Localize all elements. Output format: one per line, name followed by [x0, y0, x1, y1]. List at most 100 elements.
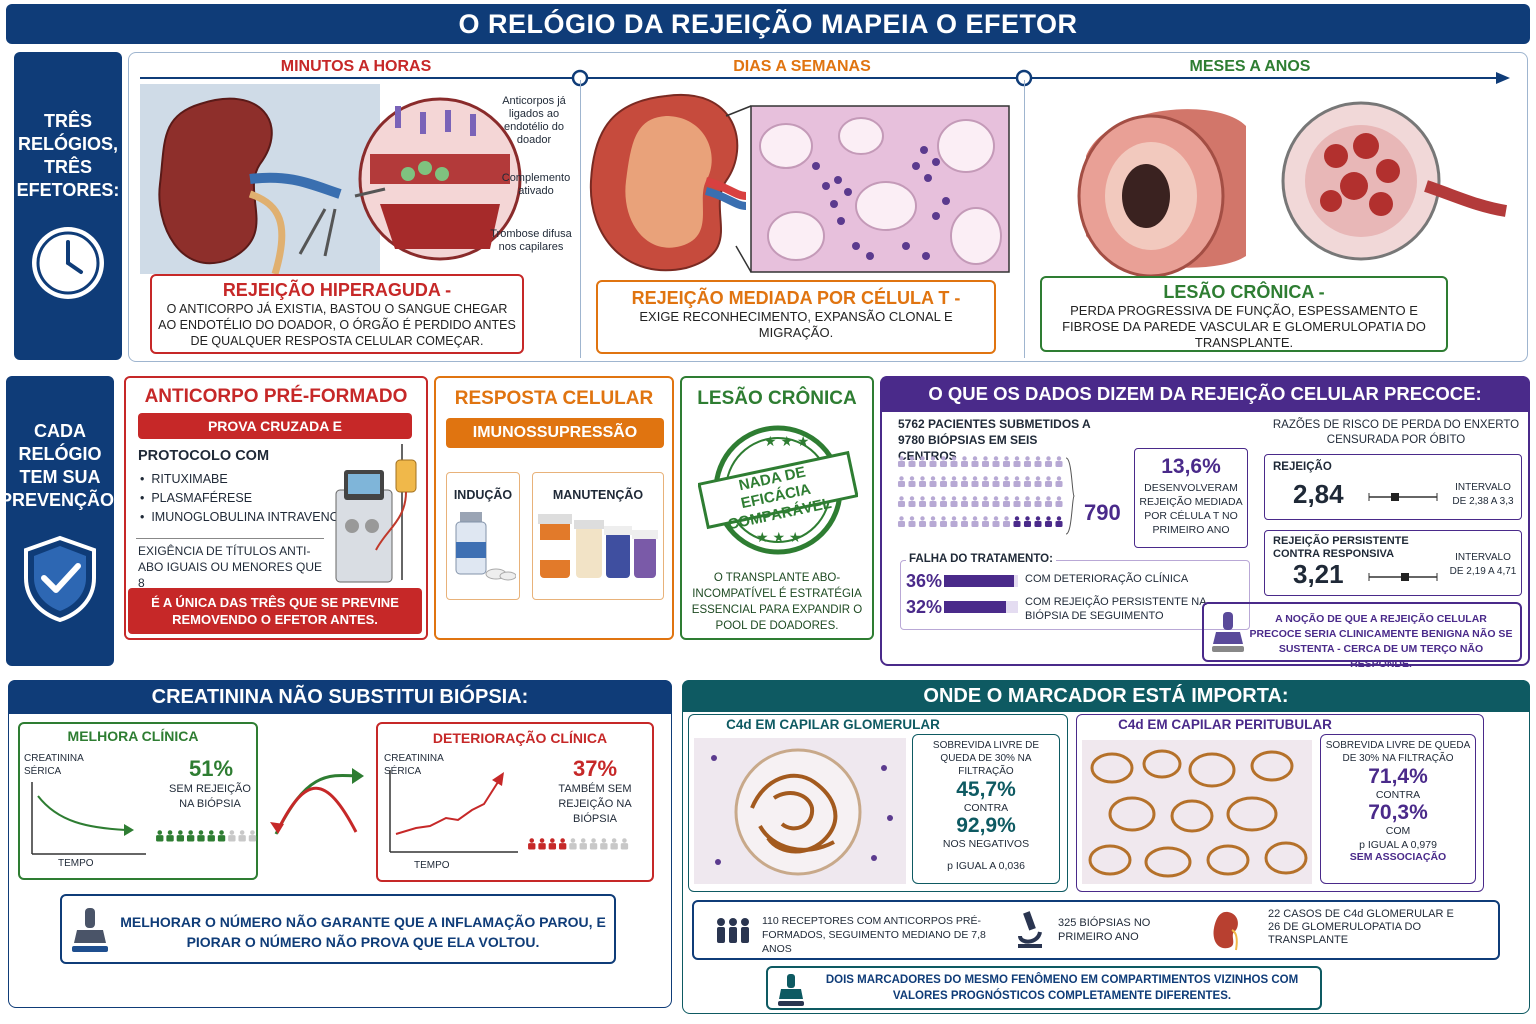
person-icon — [1002, 516, 1011, 527]
antibody-pill: PROVA CRUZADA E DESSENSIBILIZAÇÃO — [138, 413, 412, 460]
person-icon — [908, 476, 916, 487]
induction-box — [446, 472, 520, 600]
person-icon — [1013, 456, 1021, 467]
person-icon — [971, 496, 979, 507]
fail-bar-track-1 — [944, 575, 1018, 587]
surv-label: SOBREVIDA LIVRE DE QUEDA DE 30% NA FILTR… — [932, 740, 1040, 777]
antibody-bottom-note: É A ÚNICA DAS TRÊS QUE SE PREVINE REMOVE… — [128, 588, 422, 634]
person-icon — [908, 496, 916, 507]
marker-stats-strip: 110 RECEPTORES COM ANTICORPOS PRÉ-FORMAD… — [692, 900, 1500, 960]
person-icon — [950, 496, 958, 507]
surv-label: SOBREVIDA LIVRE DE QUEDA DE 30% NA FILTR… — [1325, 740, 1471, 764]
person-icon — [939, 496, 948, 507]
person-icon — [908, 456, 916, 467]
deterioration-text: TAMBÉM SEM REJEIÇÃO NA BIÓPSIA — [558, 783, 632, 825]
person-icon — [217, 830, 226, 842]
side-line: TRÊS — [43, 157, 92, 177]
person-icon — [1044, 496, 1053, 507]
ci-plot — [1368, 573, 1438, 581]
person-icon — [1013, 496, 1021, 507]
person-icon — [981, 516, 990, 527]
person-icon — [971, 516, 979, 527]
svg-text:★ ★ ★: ★ ★ ★ — [764, 433, 809, 449]
pct-text: DESENVOLVERAM REJEIÇÃO MEDIADA POR CÉLUL… — [1139, 482, 1243, 536]
peritubular-card — [1076, 714, 1484, 892]
person-icon — [918, 496, 927, 507]
list-item: • IMUNOGLOBULINA INTRAVENOSA — [140, 510, 356, 524]
person-icon — [1044, 476, 1053, 487]
timeline-label-days: DIAS A SEMANAS — [733, 58, 871, 75]
hyperacute-illustration — [140, 84, 522, 274]
person-icon — [897, 516, 906, 527]
chronic-illustration — [1077, 101, 1508, 276]
timeline-label-hours: MINUTOS A HORAS — [280, 58, 432, 75]
patient-icons-grid — [897, 456, 1075, 535]
hr-value: 3,21 — [1293, 559, 1344, 589]
glomerular-title: C4d EM CAPILAR GLOMERULAR — [726, 717, 940, 732]
marker-note-text: DOIS MARCADORES DO MESMO FENÔMENO EM COM… — [825, 974, 1299, 1002]
fail-pct-1: 36% — [906, 571, 943, 591]
creatinine-note-text: MELHORAR O NÚMERO NÃO GARANTE QUE A INFL… — [120, 914, 606, 950]
person-icon — [981, 456, 990, 467]
antibody-title: ANTICORPO PRÉ-FORMADO — [144, 386, 408, 407]
data-panel — [880, 376, 1530, 666]
side-line: CADA — [34, 421, 86, 441]
brace — [1065, 457, 1075, 535]
annotation-antibodies: Anticorpos já ligados ao endotélio do do… — [502, 95, 566, 146]
row1-side: TRÊS RELÓGIOS, TRÊS EFETORES: — [14, 52, 122, 360]
kidney-icon — [1213, 911, 1238, 951]
person-icon — [548, 838, 557, 850]
improvement-people-icons — [156, 830, 257, 842]
t-cell-title: REJEIÇÃO MEDIADA POR CÉLULA T - — [631, 288, 961, 308]
creatinine-note-box: MELHORAR O NÚMERO NÃO GARANTE QUE A INFL… — [60, 894, 616, 964]
list-item: • RITUXIMABE — [140, 472, 228, 486]
improvement-line-chart — [31, 782, 146, 855]
immunosuppression-pill: IMUNOSSUPRESSÃO — [446, 418, 664, 448]
person-icon — [1002, 476, 1011, 487]
deterioration-people-icons — [528, 838, 629, 850]
hyperacute-title: REJEIÇÃO HIPERAGUDA - — [222, 280, 452, 300]
microscope-icon — [1018, 911, 1042, 948]
person-icon — [579, 838, 587, 850]
person-icon — [1034, 496, 1042, 507]
person-icon — [238, 830, 246, 842]
stat-receptors: 110 RECEPTORES COM ANTICORPOS PRÉ-FORMAD… — [762, 915, 986, 955]
person-icon — [939, 476, 948, 487]
fail-text-1: COM DETERIORAÇÃO CLÍNICA — [1025, 573, 1189, 585]
glomerular-card — [688, 714, 1068, 892]
annotation-complement: Complemento ativado — [501, 172, 571, 197]
person-icon — [569, 838, 577, 850]
person-icon — [600, 838, 608, 850]
patient-count: 790 — [1084, 500, 1121, 525]
chronic-box: LESÃO CRÔNICA - PERDA PROGRESSIVA DE FUN… — [1040, 276, 1448, 352]
hr-box-1: REJEIÇÃO 2,84 INTERVALO DE 2,38 A 3,3 — [1264, 454, 1522, 520]
marker-title: ONDE O MARCADOR ESTÁ IMPORTA: — [682, 680, 1530, 712]
person-icon — [1055, 456, 1063, 467]
person-icon — [939, 456, 948, 467]
person-icon — [908, 516, 916, 527]
side-line: EFETORES: — [16, 180, 120, 200]
data-note-text: A NOÇÃO DE QUE A REJEIÇÃO CELULAR PRECOC… — [1249, 613, 1513, 670]
clock-icon — [32, 227, 104, 299]
person-icon — [960, 496, 969, 507]
person-icon — [918, 516, 927, 527]
person-icon — [228, 830, 236, 842]
person-icon — [176, 830, 185, 842]
data-note-box: A NOÇÃO DE QUE A REJEIÇÃO CELULAR PRECOC… — [1202, 602, 1522, 670]
side-line: TEM SUA — [19, 467, 101, 487]
person-icon — [971, 456, 979, 467]
person-icon — [992, 496, 1000, 507]
fail-bar-track-2 — [944, 601, 1018, 613]
person-icon — [992, 456, 1000, 467]
svg-text:★ ★ ★: ★ ★ ★ — [756, 529, 801, 545]
person-icon — [950, 456, 958, 467]
deterioration-pct: 37% — [572, 756, 618, 781]
ratio-title: RAZÕES DE RISCO DE PERDA DO ENXERTO CENS… — [1272, 419, 1520, 446]
p-value: p IGUAL A 0,036 — [947, 860, 1025, 872]
person-icon — [528, 838, 536, 850]
pct-value: 13,6% — [1161, 455, 1221, 478]
timeline-label-months: MESES A ANOS — [1189, 58, 1311, 75]
fail-pct-2: 32% — [906, 597, 943, 617]
chronic-title: LESÃO CRÔNICA - — [1163, 282, 1325, 302]
association-label: SEM ASSOCIAÇÃO — [1349, 851, 1447, 863]
